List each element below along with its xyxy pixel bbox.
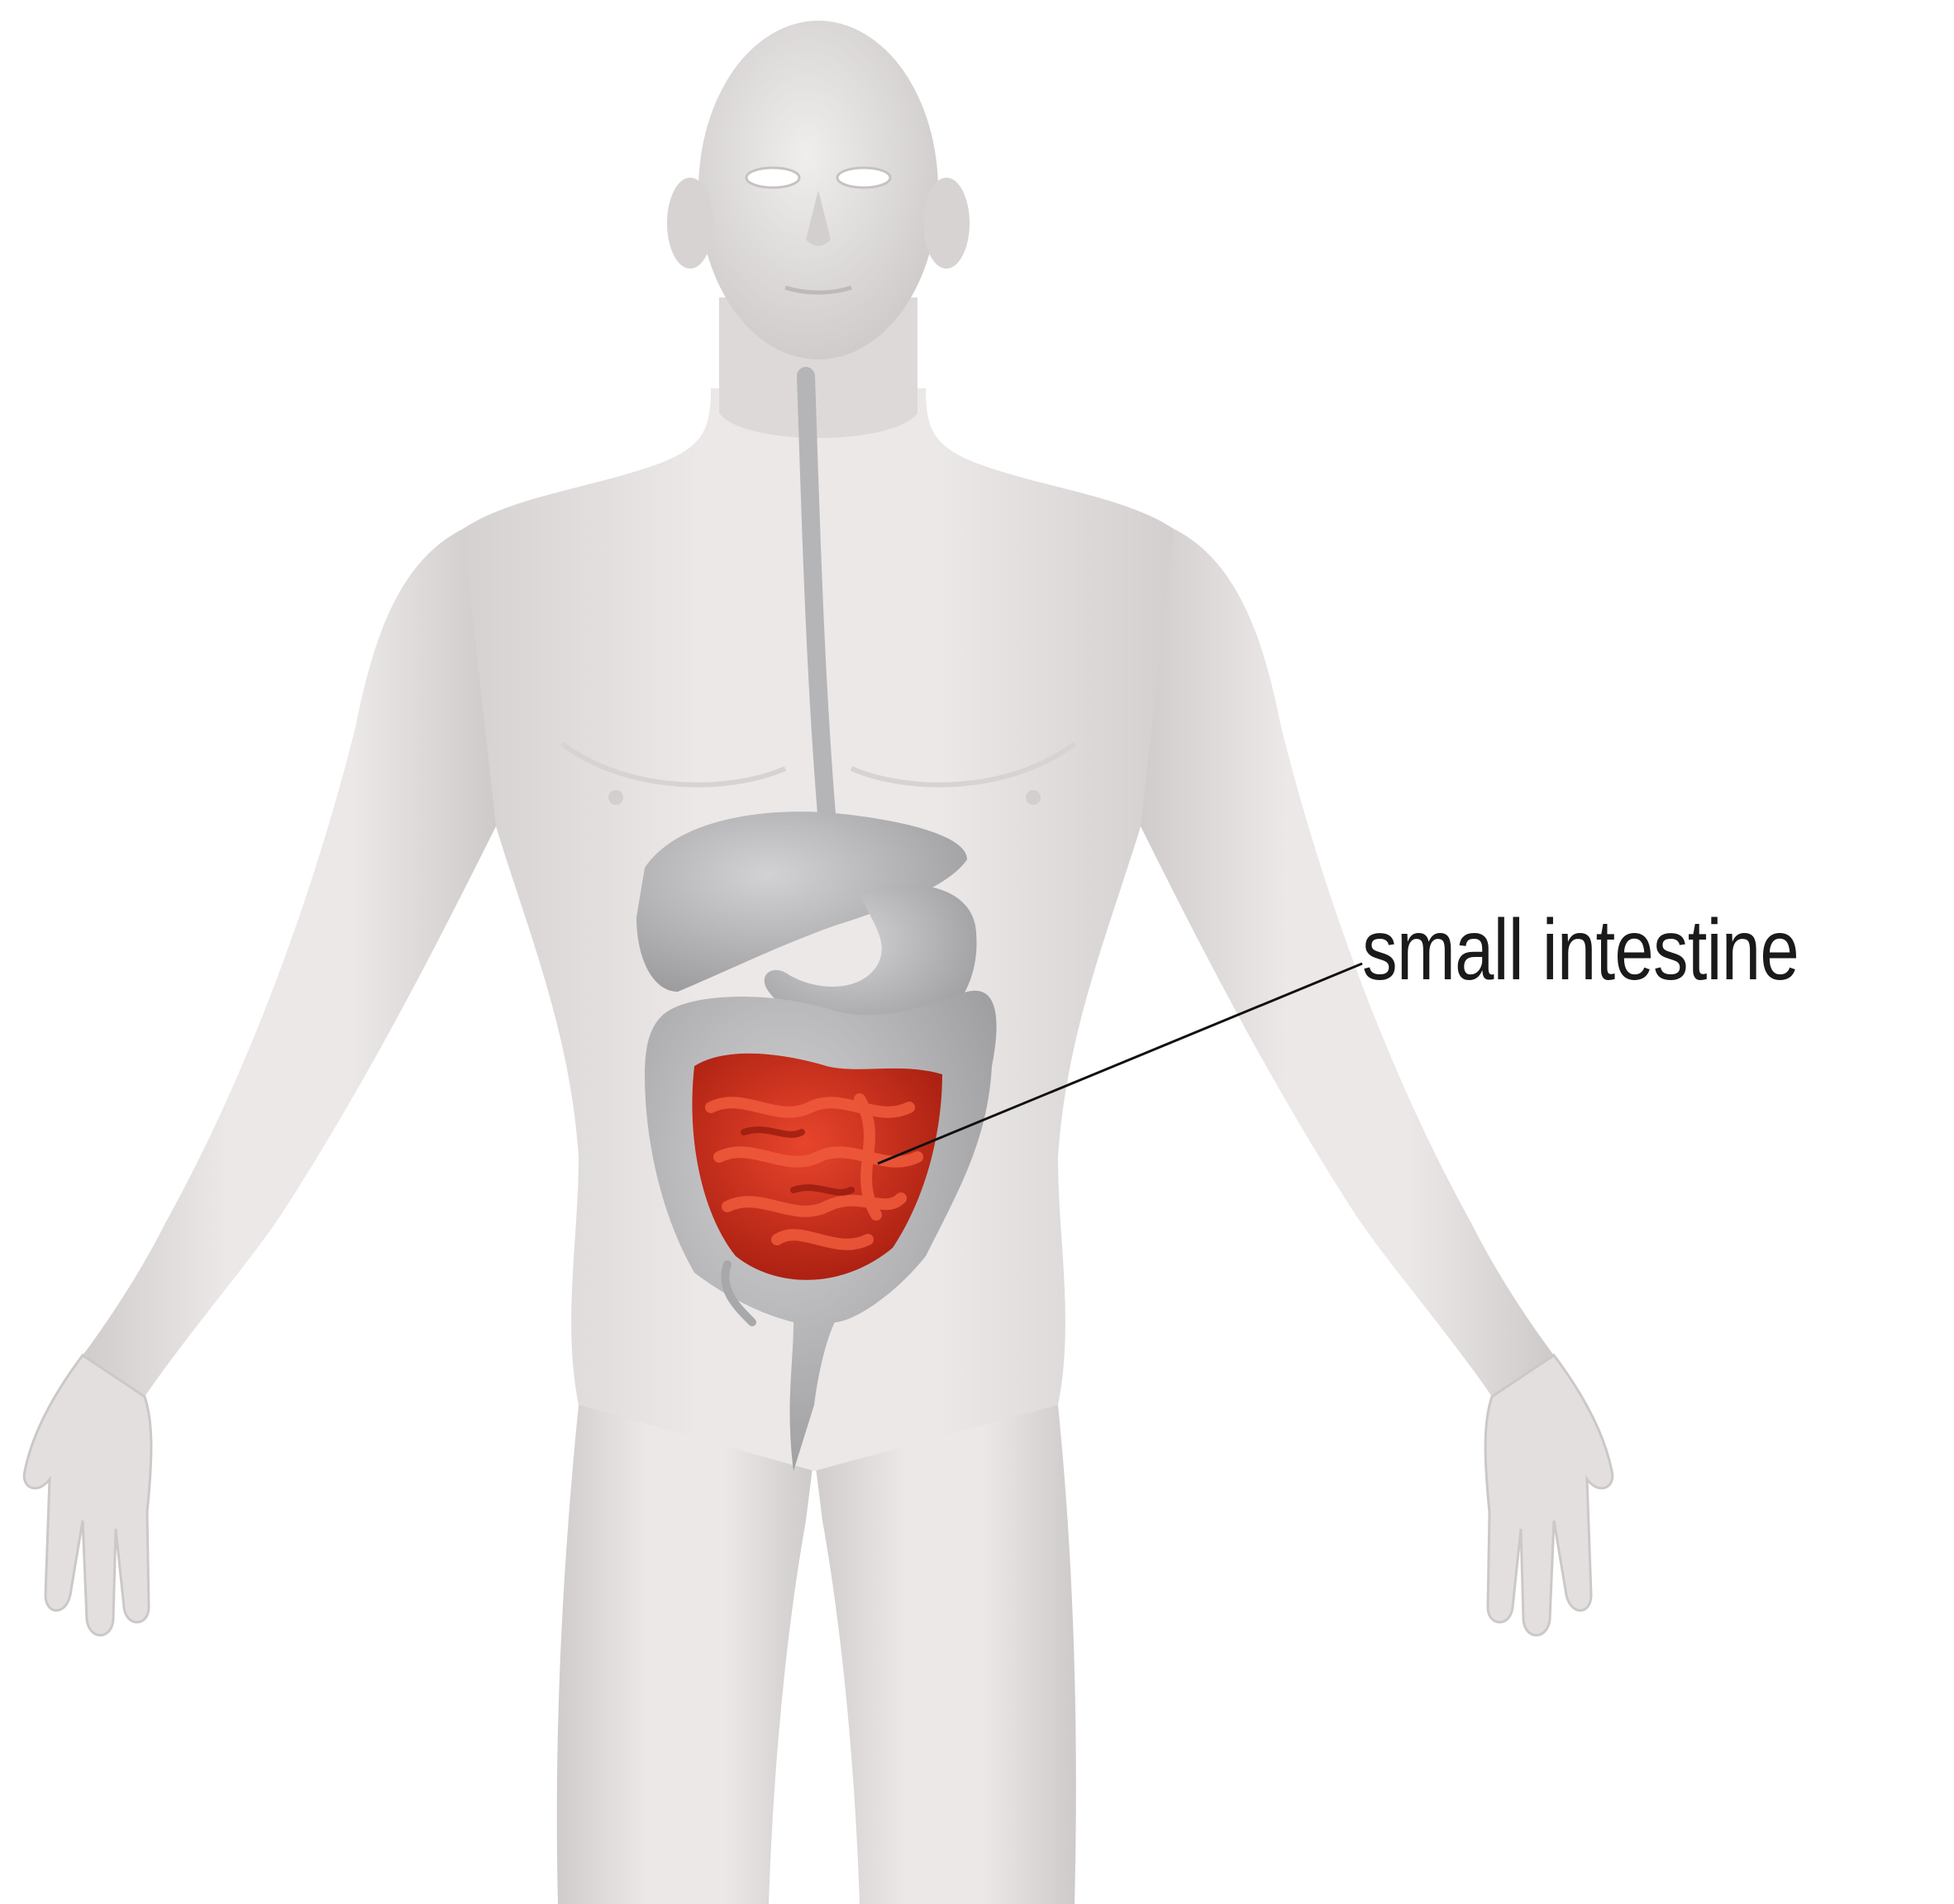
left-leg bbox=[557, 1405, 814, 1904]
right-nipple bbox=[1026, 790, 1041, 805]
left-nipple bbox=[608, 790, 623, 805]
left-eye bbox=[746, 168, 799, 188]
right-hand bbox=[1485, 1355, 1613, 1635]
left-hand bbox=[24, 1355, 151, 1635]
right-eye bbox=[837, 168, 890, 188]
right-leg bbox=[814, 1405, 1076, 1904]
left-arm bbox=[83, 529, 496, 1397]
small-intestine-label: small intestine bbox=[1362, 907, 1799, 993]
left-ear bbox=[667, 178, 713, 269]
right-ear bbox=[923, 178, 970, 269]
